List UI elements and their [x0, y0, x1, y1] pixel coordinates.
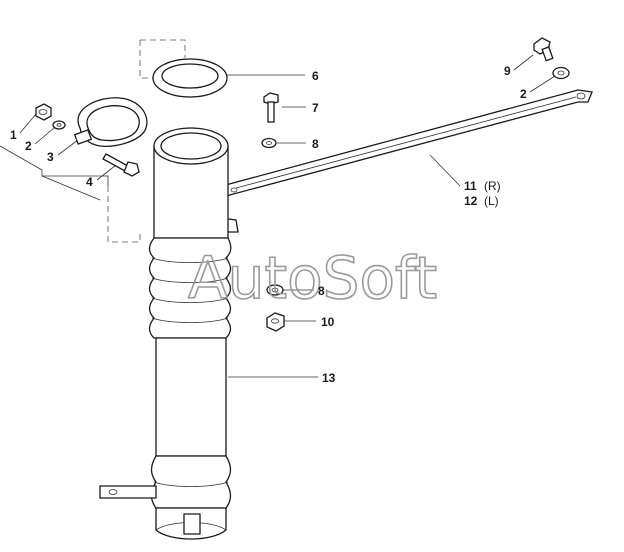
callout-9: 9 [504, 64, 511, 78]
leader-lines [19, 54, 556, 378]
callout-1: 1 [10, 128, 17, 142]
nut-left [35, 103, 52, 121]
watermark: AutoSoft [188, 244, 437, 312]
callout-7: 7 [312, 101, 319, 115]
callout-8-upper: 8 [312, 137, 319, 151]
callout-13: 13 [322, 371, 336, 385]
callout-8-lower: 8 [318, 284, 325, 298]
gasket-ring [152, 58, 228, 98]
tail-pipe [99, 127, 239, 540]
callout-3: 3 [47, 150, 54, 164]
washer-right [552, 66, 570, 80]
bolt-right [533, 37, 554, 62]
clamp-ring [73, 97, 148, 147]
bolt-left [102, 153, 140, 177]
callout-12-side: (L) [484, 194, 499, 208]
nut-lower [266, 312, 285, 332]
callout-4: 4 [86, 175, 93, 189]
washer-center [261, 137, 277, 149]
callout-6: 6 [312, 69, 319, 83]
callout-12: 12 [464, 194, 478, 208]
callout-2-left: 2 [25, 139, 32, 153]
washer-lower [266, 284, 284, 296]
washer-left [52, 120, 66, 130]
bolt-center [263, 92, 279, 123]
callout-10: 10 [321, 315, 335, 329]
callout-labels: 1 2 3 4 6 7 8 8 10 13 9 2 11 (R) 12 (L) [10, 64, 527, 385]
callout-11: 11 [464, 179, 477, 193]
callout-2-right: 2 [520, 87, 527, 101]
callout-11-side: (R) [484, 179, 501, 193]
